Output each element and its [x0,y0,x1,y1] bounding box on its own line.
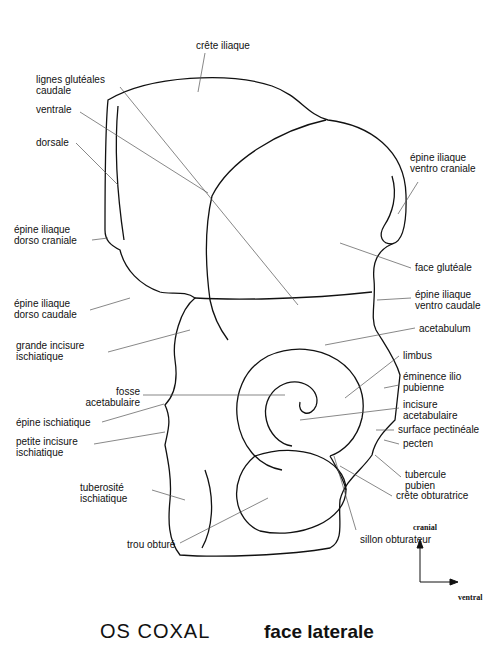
tuberosity-label: tuberosité ischiatique [80,482,150,504]
ventral-gluteal-line [207,120,327,340]
orientation-axes [417,540,458,585]
fossa-label: fosse acetabulaire [76,386,140,408]
gluteal-lines-label: lignes glutéales caudale [36,74,126,96]
spine-curl [381,176,394,244]
obturator-foramen [237,450,346,533]
notch-label: petite incisure ischiatique [16,436,92,458]
crest-label: crête obturatrice [396,490,468,501]
caudal-line [195,292,372,299]
surface-label: surface pectinéale [398,424,479,435]
tubercle-label: tubercule pubien [405,469,467,491]
notch-label: grande incisure ischiatique [16,340,106,362]
spine-label: épine iliaque ventro craniale [410,152,490,174]
crest-label: crête iliaque [196,40,250,51]
acetabular-fossa [265,382,317,446]
leader-lines [76,53,418,543]
bone-outline [105,78,406,556]
ramus-line [330,456,346,490]
foramen-label: trou obturé [127,539,175,550]
spine-label: épine iliaque ventro caudale [415,289,495,311]
notch-label: incisure acetabulaire [403,399,471,421]
spine-label: épine ischiatique [16,417,91,428]
tuberosity-line [202,470,212,548]
groove-label: sillon obturateur [360,534,431,545]
eminence-label: éminence ilio pubienne [403,371,473,393]
acetabulum-label: acetabulum [419,323,471,334]
acetabulum-rim [237,349,363,470]
axis-label: cranial [413,522,437,533]
spine-label: épine iliaque dorso caudale [14,298,88,320]
limbus-label: limbus [403,350,432,361]
spine-label: épine iliaque dorso craniale [14,224,88,246]
figure-caption: face laterale [264,621,374,643]
dorsal-gluteal-line [116,106,124,240]
figure-title: OS COXAL [100,620,210,643]
dorsal-line-label: dorsale [36,137,69,148]
pecten-label: pecten [403,438,433,449]
ventral-line-label: ventrale [36,104,72,115]
surface-label: face glutéale [415,262,472,273]
axis-label: ventral [458,592,482,603]
